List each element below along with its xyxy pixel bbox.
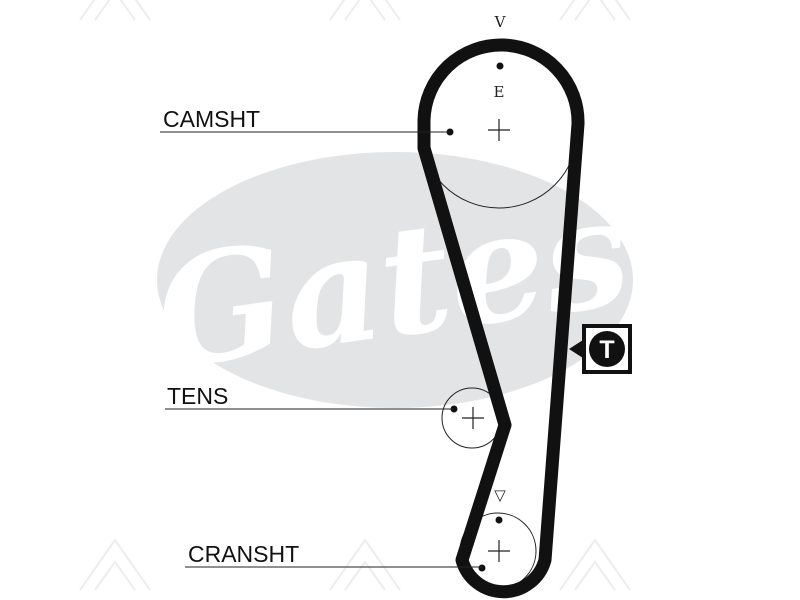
camshaft-top-dot: [496, 62, 504, 70]
timing-belt: [417, 38, 585, 599]
timing-dots: [446, 62, 504, 572]
watermark-oval: [157, 152, 633, 408]
camshaft-timing-mark: E: [494, 83, 505, 101]
crankshaft-top-dot: [495, 516, 503, 524]
pulley-centers: [462, 119, 510, 562]
camshaft-center-cross: [488, 119, 510, 141]
tensioner-badge-letter: T: [599, 336, 614, 364]
crankshaft-center-cross: [488, 540, 510, 562]
watermark-triangles: [79, 0, 631, 591]
camshaft-top-mark: V: [494, 13, 507, 31]
tensioner-badge-pointer: [569, 340, 583, 358]
crankshaft-top-mark: ▽: [494, 486, 506, 504]
crankshaft-label: CRANSHT: [188, 541, 299, 567]
crankshaft-side-dot: [478, 564, 486, 572]
tensioner-center-cross: [462, 407, 484, 429]
camshaft-label: CAMSHT: [163, 106, 260, 132]
leader-lines: [160, 131, 482, 568]
tensioner-badge-disc: [589, 331, 625, 367]
tensioner-label: TENS: [167, 383, 228, 409]
tensioner-badge: T: [569, 324, 632, 374]
